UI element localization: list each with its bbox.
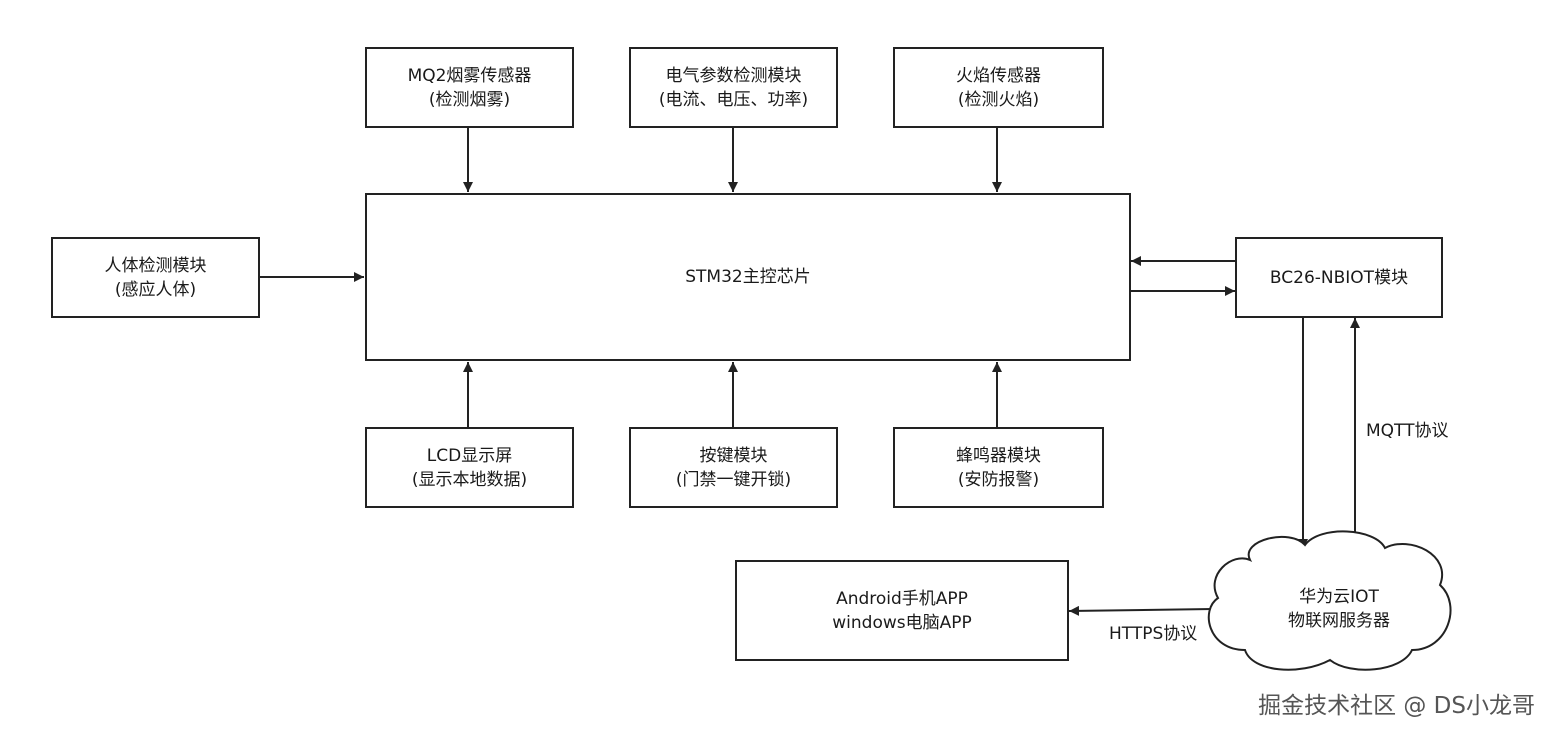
watermark: 掘金技术社区 @ DS小龙哥 [1258, 693, 1535, 719]
human-detect-node: 人体检测模块 (感应人体) [51, 237, 260, 318]
mqtt-protocol-label: MQTT协议 [1366, 421, 1449, 441]
bc26-title: BC26-NBIOT模块 [1269, 267, 1409, 288]
lcd-display-node: LCD显示屏 (显示本地数据) [365, 427, 574, 508]
mq2-title: MQ2烟雾传感器 [407, 65, 532, 86]
cloud-subtitle: 物联网服务器 [1288, 611, 1390, 631]
stm32-node: STM32主控芯片 [365, 193, 1131, 361]
flame-subtitle: (检测火焰) [957, 89, 1040, 110]
cloud-title: 华为云IOT [1299, 587, 1379, 607]
arrow-cloud-to-app [1068, 605, 1214, 616]
human-subtitle: (感应人体) [114, 279, 197, 300]
lcd-title: LCD显示屏 [426, 445, 513, 466]
mq2-smoke-sensor-node: MQ2烟雾传感器 (检测烟雾) [365, 47, 574, 128]
stm32-title: STM32主控芯片 [685, 267, 811, 287]
electric-title: 电气参数检测模块 [665, 65, 802, 86]
cloud-node-label: 华为云IOT 物联网服务器 [1228, 585, 1450, 633]
flame-title: 火焰传感器 [956, 65, 1041, 86]
electric-param-node: 电气参数检测模块 (电流、电压、功率) [629, 47, 838, 128]
flame-sensor-node: 火焰传感器 (检测火焰) [893, 47, 1104, 128]
cloud-shape [1207, 530, 1452, 671]
buzzer-subtitle: (安防报警) [957, 469, 1040, 490]
keys-subtitle: (门禁一键开锁) [675, 469, 792, 490]
bc26-nbiot-node: BC26-NBIOT模块 [1235, 237, 1443, 318]
keys-node: 按键模块 (门禁一键开锁) [629, 427, 838, 508]
https-protocol-label: HTTPS协议 [1109, 624, 1198, 644]
keys-title: 按键模块 [699, 445, 768, 466]
app-line1: Android手机APP [836, 588, 968, 609]
electric-subtitle: (电流、电压、功率) [658, 89, 809, 110]
app-line2: windows电脑APP [832, 612, 972, 633]
lcd-subtitle: (显示本地数据) [411, 469, 528, 490]
human-title: 人体检测模块 [104, 255, 207, 276]
mq2-subtitle: (检测烟雾) [428, 89, 511, 110]
buzzer-title: 蜂鸣器模块 [956, 445, 1041, 466]
buzzer-node: 蜂鸣器模块 (安防报警) [893, 427, 1104, 508]
app-node: Android手机APP windows电脑APP [735, 560, 1069, 661]
